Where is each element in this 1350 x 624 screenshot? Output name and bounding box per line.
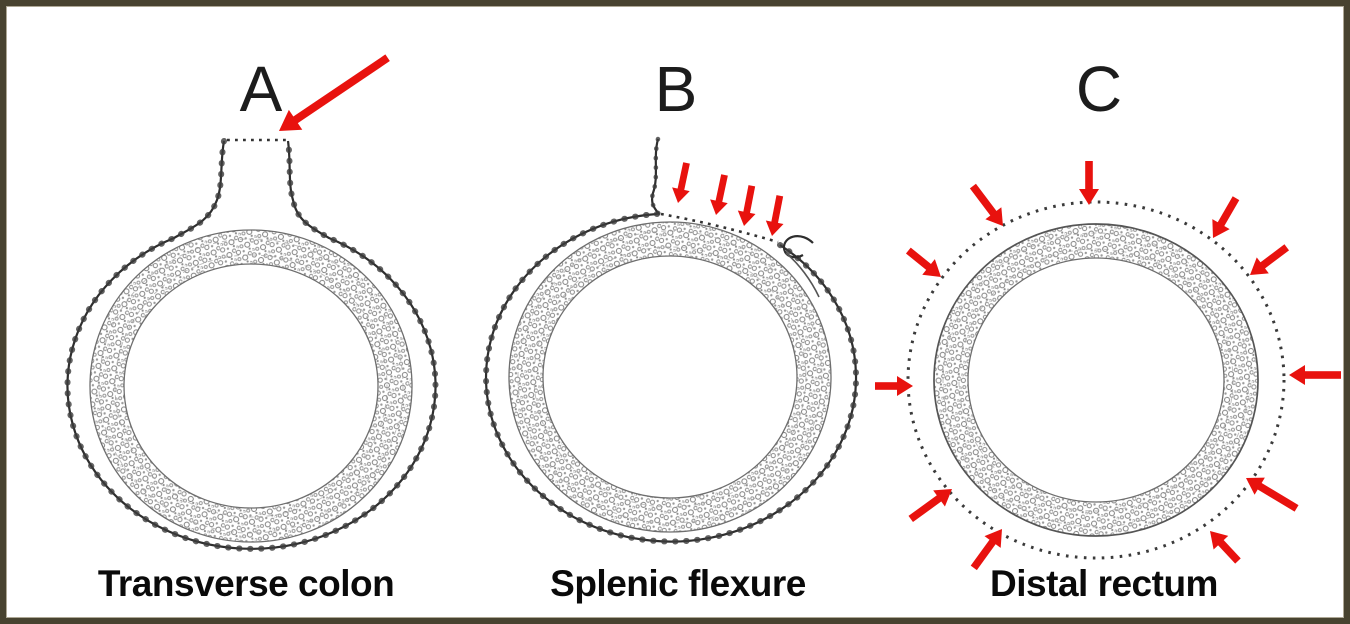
caption-distal-rectum: Distal rectum	[990, 563, 1218, 604]
red-arrow-icon-c-bottom-right	[1210, 531, 1241, 564]
cut-edge-tail-b	[785, 252, 820, 298]
caption-transverse-colon: Transverse colon	[97, 563, 395, 604]
red-arrow-icon-c-upper-left	[969, 183, 1003, 226]
cut-edge-line-b	[651, 138, 660, 215]
red-arrow-icon-c-right	[1289, 365, 1341, 385]
ring-inner-edge-a	[123, 263, 379, 509]
cut-edge-bumps-b	[649, 136, 662, 217]
ring-inner-edge-b	[542, 255, 798, 499]
ring-inner-edge-c	[967, 257, 1225, 503]
ring-texture-line-c1	[942, 232, 1250, 528]
panel-c-drawing	[875, 161, 1341, 571]
red-arrow-icon-c-lower-left	[908, 489, 952, 523]
red-arrow-icon-c-right-upper	[1250, 244, 1290, 275]
panel-letter-a: A	[239, 53, 283, 125]
red-arrow-icon-c-lower-right	[1246, 477, 1299, 512]
ring-texture-line-b2	[533, 246, 807, 508]
red-arrow-icon-c-left	[875, 376, 913, 396]
ring-texture-line-a1	[98, 238, 404, 534]
bowel-wall-ring-c	[934, 224, 1258, 536]
caption-splenic-flexure: Splenic flexure	[550, 563, 806, 604]
bowel-wall-ring-a	[90, 230, 412, 542]
serosa-bumps-a	[64, 138, 439, 552]
panel-b-drawing	[483, 136, 859, 545]
red-arrow-icon-a	[279, 54, 390, 131]
ring-outer-edge-a	[89, 229, 413, 543]
dissection-plane-dots-c	[906, 200, 1286, 560]
red-arrow-icon-c-bottom-left	[970, 529, 1002, 571]
panel-letter-b: B	[654, 53, 698, 125]
red-arrow-icon-b1	[672, 162, 690, 203]
serosa-bumps-b	[483, 211, 859, 545]
ring-outer-edge-c	[933, 223, 1259, 537]
panel-letter-c: C	[1075, 53, 1123, 125]
red-arrow-icon-c-left-upper	[905, 247, 941, 277]
ring-texture-line-a2	[114, 254, 388, 518]
ring-outer-edge-b	[508, 221, 832, 533]
red-arrow-icon-c-upper-right	[1212, 196, 1240, 238]
dissection-plane-dots-b	[660, 212, 779, 244]
red-arrow-icon-b2	[710, 174, 728, 215]
bowel-wall-ring-b	[509, 222, 831, 532]
panel-a-drawing	[64, 54, 439, 552]
cut-edge-hook-b	[782, 235, 814, 259]
ring-texture-line-b1	[517, 230, 823, 524]
red-arrow-icon-b3	[737, 185, 756, 226]
red-arrow-icon-c-top	[1079, 161, 1099, 205]
red-arrow-icon-b4	[765, 195, 784, 236]
ring-texture-line-c2	[958, 248, 1234, 512]
